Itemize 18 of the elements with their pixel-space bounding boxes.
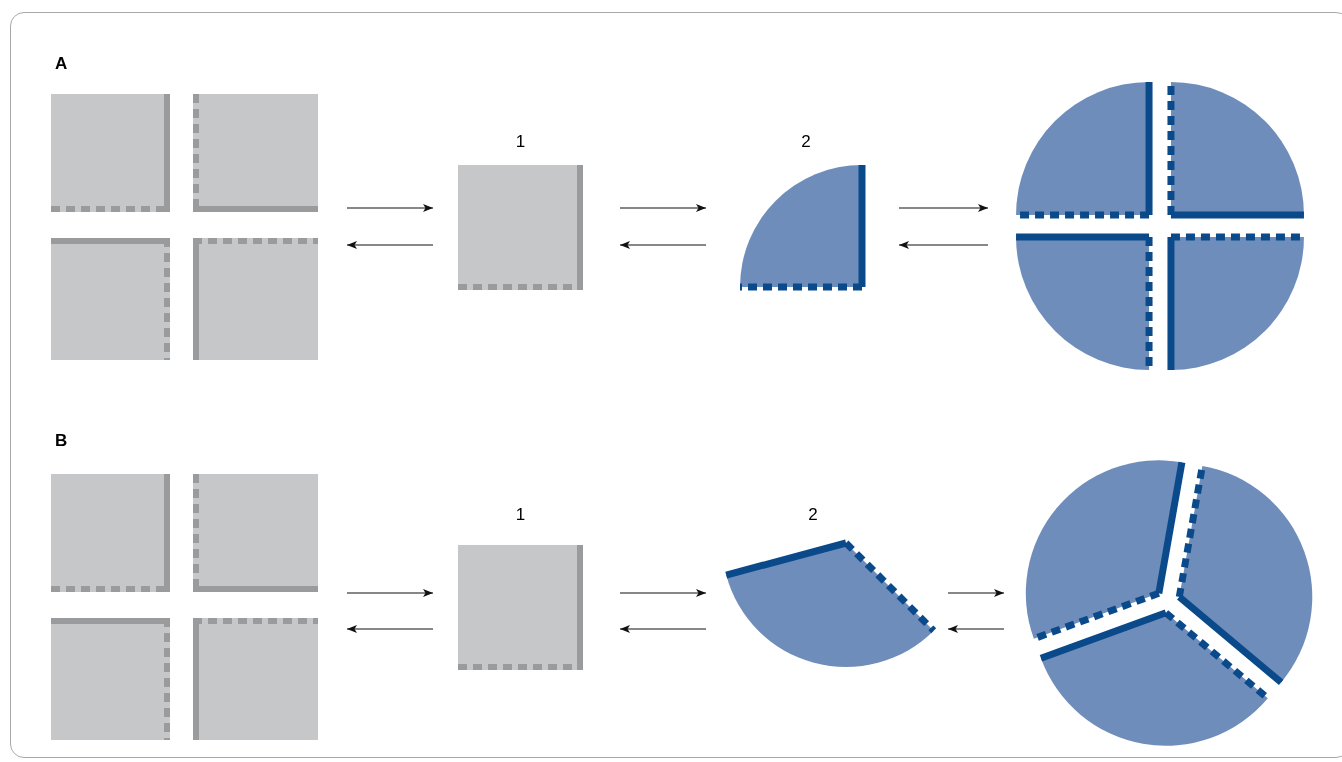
arrow — [947, 625, 1005, 633]
panel-label: B — [55, 432, 68, 449]
arrow — [346, 589, 434, 597]
arrow — [619, 204, 707, 212]
step-number: 1 — [515, 133, 526, 150]
arrow — [346, 204, 434, 212]
arrow — [346, 241, 434, 249]
step-number: 2 — [808, 506, 818, 523]
step-number: 1 — [515, 506, 526, 523]
arrow — [898, 241, 989, 249]
arrow — [346, 625, 434, 633]
arrow — [947, 589, 1005, 597]
step-number: 2 — [801, 133, 811, 150]
arrow — [898, 204, 989, 212]
arrow — [619, 625, 707, 633]
panel-label: A — [55, 55, 68, 72]
arrow — [619, 589, 707, 597]
arrow — [619, 241, 707, 249]
